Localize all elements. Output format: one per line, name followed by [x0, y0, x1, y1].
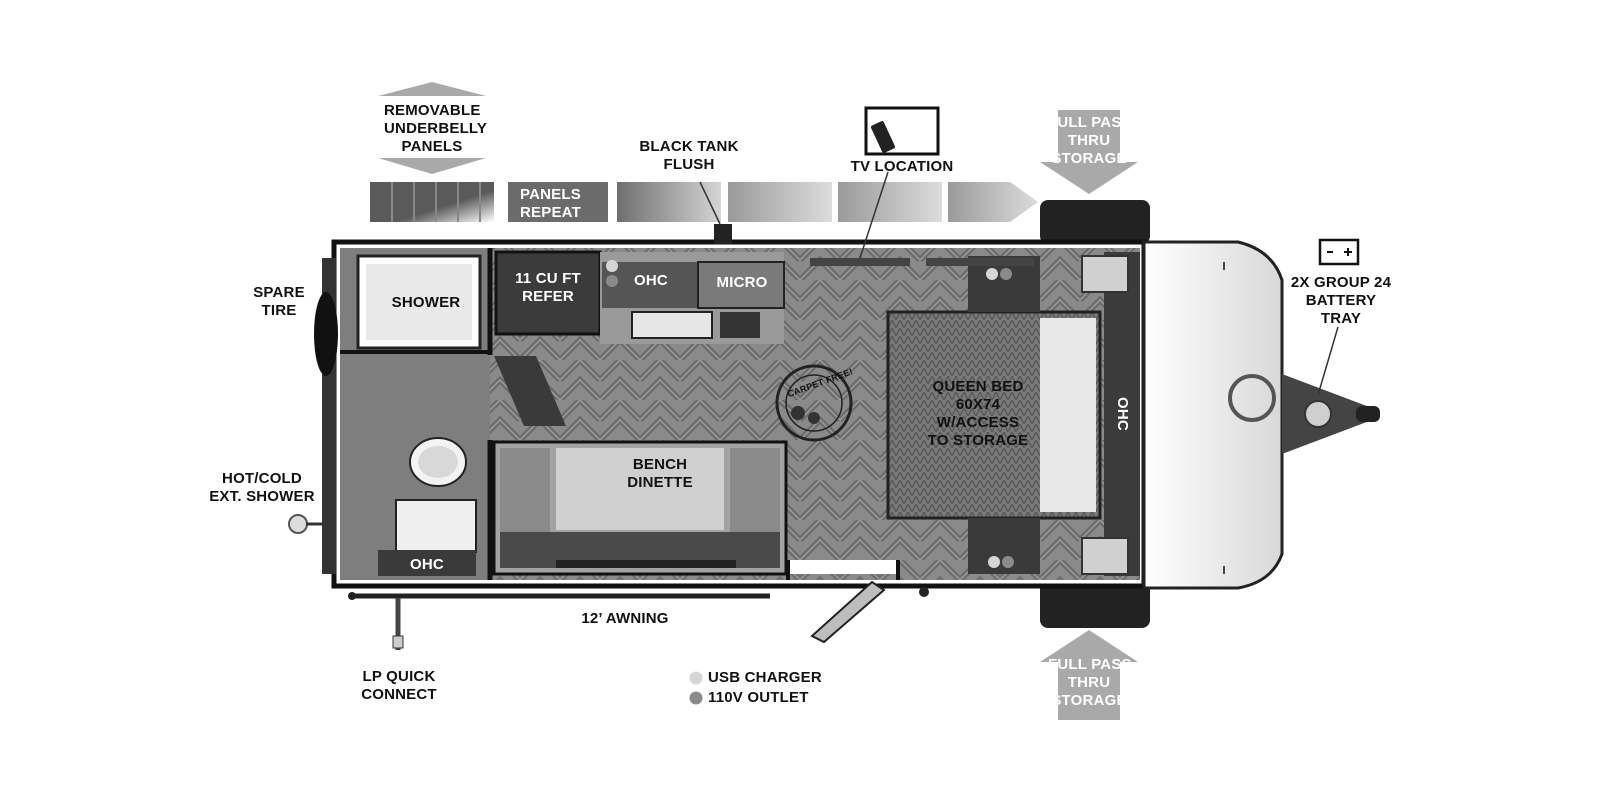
- black-tank-flush-valve-icon: [699, 181, 732, 244]
- front-nose-cap: [1142, 240, 1284, 590]
- usb-dot-bed-top: [986, 268, 998, 280]
- bath-ohc: [378, 550, 476, 576]
- bed-ohc: [1104, 252, 1140, 576]
- removable-underbelly-label: REMOVABLE UNDERBELLY PANELS: [384, 102, 488, 155]
- kitchen-ohc-label: OHC: [634, 272, 668, 289]
- legend-outlet-label: 110V OUTLET: [708, 689, 809, 706]
- outlet-dot-bed-top: [1000, 268, 1012, 280]
- microwave: [697, 261, 785, 309]
- refrigerator: [494, 250, 602, 336]
- refer-label: 11 CU FT REFER: [515, 270, 581, 305]
- underbelly-arrow-icon: [378, 82, 486, 174]
- awning: [348, 592, 770, 600]
- queen-bed-label: QUEEN BED 60X74 W/ACCESS TO STORAGE: [927, 378, 1029, 449]
- hot-cold-shower-label: HOT/COLD EXT. SHOWER: [209, 470, 315, 505]
- entry-stair: [494, 356, 566, 426]
- underbelly-panel-strip: [370, 182, 1038, 222]
- lp-quick-connect-icon: [392, 598, 404, 650]
- cooktop: [720, 312, 760, 338]
- spare-tire-label: SPARE TIRE: [253, 284, 305, 319]
- hitch-icon: [1282, 326, 1380, 454]
- outlet-dot-kitchen: [606, 275, 618, 287]
- full-pass-arrow-top-icon: [1040, 110, 1138, 194]
- dinette-table: [556, 448, 724, 530]
- tv-location-label: TV LOCATION: [850, 158, 954, 175]
- bath-ohc-label: OHC: [410, 556, 444, 573]
- awning-label: 12’ AWNING: [581, 610, 669, 627]
- bed-ohc-label: OHC: [1114, 397, 1131, 431]
- spare-tire-icon: [314, 258, 338, 574]
- ext-shower-icon: [288, 514, 336, 534]
- usb-dot-kitchen: [606, 260, 618, 272]
- bench-dinette-label: BENCH DINETTE: [627, 456, 693, 491]
- full-pass-arrow-bottom-icon: [1040, 630, 1138, 720]
- tv-leader-line: [859, 171, 889, 259]
- legend-usb-dot: [689, 671, 703, 685]
- lp-quick-connect-label: LP QUICK CONNECT: [361, 668, 437, 703]
- shower-label: SHOWER: [391, 294, 461, 311]
- usb-dot-bed-bottom: [988, 556, 1000, 568]
- black-tank-flush-label: BLACK TANK FLUSH: [639, 138, 739, 173]
- toilet-icon: [409, 437, 467, 487]
- tv-icon: [864, 106, 940, 156]
- legend-outlet-dot: [689, 691, 703, 705]
- battery-icon: [1318, 238, 1360, 266]
- kitchen-sink: [631, 311, 713, 339]
- kitchen-ohc: [602, 262, 698, 308]
- carpet-free-badge-icon: [775, 364, 853, 442]
- legend-usb-label: USB CHARGER: [708, 669, 822, 686]
- outlet-dot-bed-bottom: [1002, 556, 1014, 568]
- front-storage-bottom: [1040, 580, 1150, 628]
- full-pass-top-label: FULL PASS THRU STORAGE: [1048, 114, 1132, 167]
- tv-wall-shelf-2: [926, 258, 1034, 266]
- panels-repeat-label: PANELS REPEAT: [520, 186, 581, 221]
- front-storage-top: [1040, 200, 1150, 244]
- bed-pillow-area: [1040, 318, 1096, 512]
- micro-label: MICRO: [716, 274, 768, 291]
- bath-sink: [395, 499, 477, 553]
- full-pass-bottom-label: FULL PASS THRU STORAGE: [1048, 656, 1132, 709]
- tv-wall-shelf-1: [810, 258, 910, 266]
- entry-door: [786, 560, 929, 644]
- battery-tray-label: 2X GROUP 24 BATTERY TRAY: [1290, 274, 1392, 327]
